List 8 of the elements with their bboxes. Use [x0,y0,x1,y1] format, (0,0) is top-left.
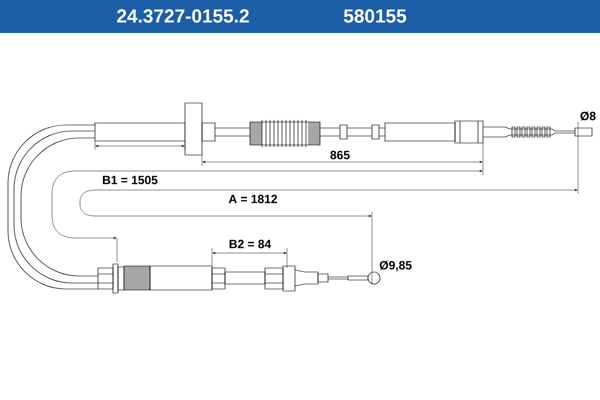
dimension-label: B1 = 1505 [102,176,158,184]
dimension-label: A = 1812 [228,194,278,204]
dimension-label: B2 = 84 [230,240,272,248]
dimension-label: Ø8 [580,111,596,121]
dimension-label: Ø9,85 [380,260,412,272]
part-number: 580155 [344,9,406,23]
dimension-label: 865 [330,150,350,160]
part-number: 24.3727-0155.2 [117,9,249,23]
